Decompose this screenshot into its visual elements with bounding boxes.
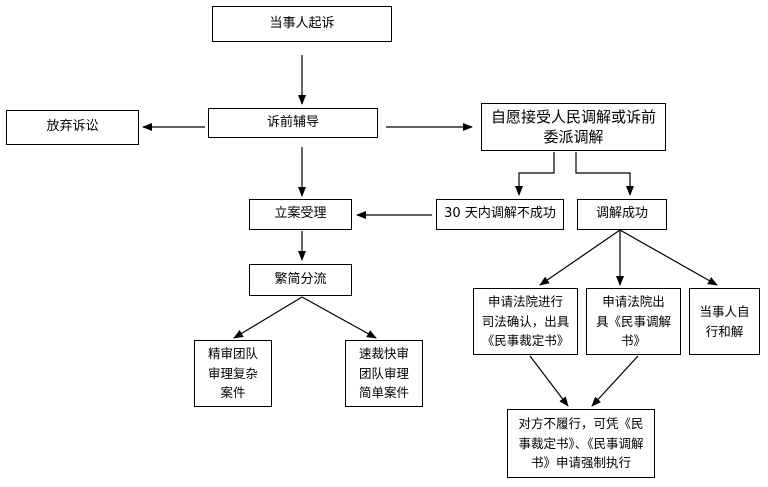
node-abandon-lawsuit: 放弃诉讼 (6, 110, 139, 145)
node-pre-litigation-guidance: 诉前辅导 (208, 108, 378, 138)
arrow-mediation-to-success (575, 152, 634, 196)
node-case-filing-label: 立案受理 (274, 206, 327, 222)
node-file-lawsuit-label: 当事人起诉 (269, 15, 335, 31)
arrow-streaming-to-elite (233, 296, 303, 339)
node-fast-team: 速裁快审 团队审理 简单案件 (345, 340, 423, 407)
node-case-filing: 立案受理 (249, 199, 352, 230)
node-pre-litigation-guidance-label: 诉前辅导 (266, 114, 319, 130)
node-self-settlement: 当事人自 行和解 (689, 288, 760, 355)
arrow-confirmation-to-enforcement (529, 355, 569, 407)
node-self-settlement-label: 当事人自 行和解 (699, 304, 750, 339)
node-enforcement-label: 对方不履行，可凭《民 事裁定书》、《民事调解 书》申请强制执行 (518, 416, 644, 471)
node-file-lawsuit: 当事人起诉 (212, 6, 392, 42)
node-mediation-success-label: 调解成功 (595, 206, 648, 222)
node-judicial-confirmation-label: 申请法院进行 司法确认，出具 《民事裁定书》 (481, 294, 570, 349)
node-voluntary-mediation-label: 自愿接受人民调解或诉前 委派调解 (490, 107, 656, 146)
arrow-mediation-to-failed (515, 152, 555, 196)
arrow-document-to-enforcement (591, 355, 639, 407)
node-abandon-lawsuit-label: 放弃诉讼 (46, 119, 99, 135)
node-mediation-success: 调解成功 (577, 199, 667, 230)
node-case-streaming-label: 繁简分流 (274, 271, 327, 287)
node-voluntary-mediation: 自愿接受人民调解或诉前 委派调解 (481, 103, 666, 151)
node-mediation-failed-label: 30 天内调解不成功 (444, 206, 556, 222)
node-case-streaming: 繁简分流 (249, 264, 352, 296)
node-mediation-document: 申请法院出 具《民事调解 书》 (586, 288, 681, 355)
node-judicial-confirmation: 申请法院进行 司法确认，出具 《民事裁定书》 (473, 288, 578, 355)
node-elite-team-label: 精审团队 审理复杂 案件 (207, 346, 258, 401)
arrow-success-to-confirmation (539, 229, 621, 286)
node-enforcement: 对方不履行，可凭《民 事裁定书》、《民事调解 书》申请强制执行 (507, 409, 655, 478)
arrow-streaming-to-fast (301, 296, 377, 339)
node-mediation-document-label: 申请法院出 具《民事调解 书》 (595, 294, 671, 349)
node-elite-team: 精审团队 审理复杂 案件 (194, 340, 272, 407)
node-fast-team-label: 速裁快审 团队审理 简单案件 (358, 346, 409, 401)
node-mediation-failed: 30 天内调解不成功 (436, 199, 564, 230)
arrow-success-to-self (619, 229, 718, 286)
